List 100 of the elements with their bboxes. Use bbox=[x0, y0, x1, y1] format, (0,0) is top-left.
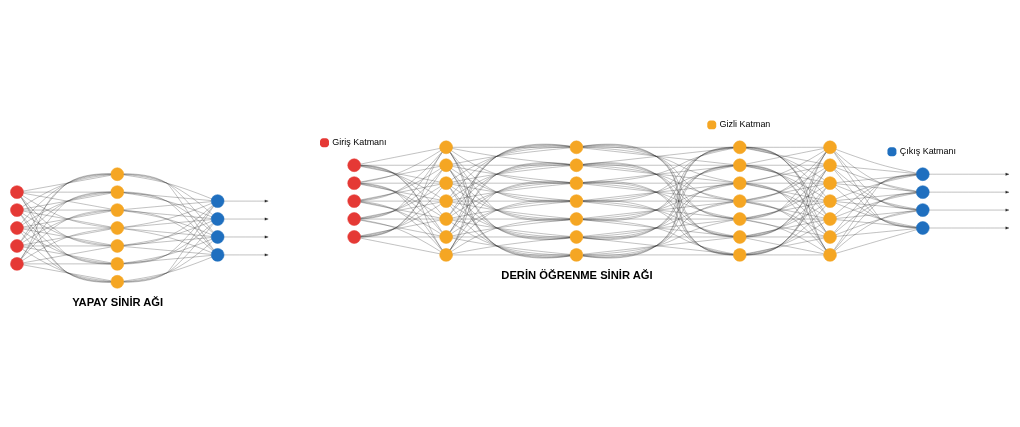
connector bbox=[21, 232, 111, 282]
connector bbox=[449, 180, 570, 250]
arrow bbox=[224, 199, 269, 202]
connector bbox=[835, 209, 917, 251]
connector bbox=[360, 219, 441, 252]
node-circle bbox=[10, 256, 24, 271]
connector bbox=[450, 181, 571, 232]
legend-label: Çıkış Katmanı bbox=[899, 145, 957, 156]
connector bbox=[746, 201, 824, 218]
connector bbox=[746, 219, 824, 236]
node-circle bbox=[210, 229, 225, 244]
legend-label: Gizli Katman bbox=[719, 118, 771, 129]
connector bbox=[835, 192, 917, 233]
connector bbox=[835, 186, 917, 228]
connector bbox=[835, 174, 917, 215]
node-circle bbox=[210, 211, 225, 226]
node-circle bbox=[347, 229, 361, 244]
connector bbox=[360, 236, 440, 237]
arrow bbox=[929, 208, 1010, 211]
connector bbox=[835, 150, 917, 192]
connector bbox=[835, 168, 917, 210]
connector bbox=[360, 151, 443, 237]
node-circle bbox=[10, 184, 24, 199]
connector bbox=[360, 151, 442, 201]
connector bbox=[582, 165, 734, 183]
node-circle bbox=[569, 140, 584, 154]
arrow bbox=[929, 172, 1010, 176]
connector bbox=[836, 201, 917, 210]
connector bbox=[20, 173, 111, 259]
connector bbox=[360, 164, 443, 250]
connector bbox=[360, 150, 441, 183]
node-circle bbox=[439, 247, 453, 262]
connector bbox=[449, 144, 571, 232]
connector bbox=[123, 173, 213, 215]
connector bbox=[123, 223, 214, 282]
node-circle bbox=[439, 211, 453, 226]
node-circle bbox=[733, 158, 747, 172]
connector bbox=[449, 151, 571, 240]
connector bbox=[23, 228, 111, 245]
connector bbox=[20, 173, 111, 241]
connector bbox=[834, 191, 917, 250]
connector bbox=[836, 229, 917, 253]
connector bbox=[123, 240, 213, 282]
node-circle bbox=[439, 140, 453, 154]
connector bbox=[450, 187, 571, 238]
node-circle bbox=[569, 229, 584, 244]
connector bbox=[835, 166, 917, 191]
arrow bbox=[224, 253, 269, 256]
connector bbox=[22, 174, 111, 207]
connector bbox=[450, 151, 571, 202]
node-circle bbox=[823, 247, 837, 262]
connector bbox=[449, 169, 571, 258]
node-circle bbox=[733, 247, 747, 262]
connector bbox=[23, 210, 111, 227]
connector bbox=[20, 196, 111, 282]
node-circle bbox=[347, 193, 361, 208]
node-circle bbox=[210, 193, 225, 208]
connector bbox=[450, 199, 571, 250]
connector bbox=[20, 214, 111, 282]
node-circle bbox=[110, 184, 124, 199]
node-circle bbox=[110, 274, 124, 289]
connector bbox=[582, 218, 734, 219]
connector bbox=[582, 201, 734, 218]
node-circle bbox=[347, 158, 361, 172]
arrow bbox=[224, 217, 269, 220]
node-circle bbox=[110, 238, 124, 253]
label: YAPAY SİNİR AĞI bbox=[72, 295, 164, 308]
connector bbox=[449, 162, 571, 250]
connector bbox=[582, 236, 734, 237]
connector bbox=[835, 192, 917, 217]
connector bbox=[360, 200, 442, 250]
connector bbox=[836, 227, 917, 237]
connector bbox=[360, 151, 443, 219]
connector bbox=[836, 165, 917, 174]
node-circle bbox=[733, 211, 747, 226]
connector bbox=[835, 184, 917, 209]
connector bbox=[582, 147, 734, 165]
connector bbox=[22, 248, 111, 281]
node-circle bbox=[439, 193, 453, 208]
connector bbox=[360, 201, 440, 218]
node-circle bbox=[110, 202, 124, 217]
connector bbox=[746, 183, 824, 200]
arrow bbox=[224, 235, 269, 238]
node-circle bbox=[916, 202, 930, 217]
connector bbox=[836, 210, 917, 219]
connector bbox=[360, 237, 440, 254]
connector bbox=[21, 173, 111, 223]
connector bbox=[452, 236, 571, 237]
connector bbox=[123, 173, 214, 250]
node-circle bbox=[439, 229, 453, 244]
connector bbox=[360, 147, 440, 164]
node-circle bbox=[733, 193, 747, 208]
label: DERİN ÖĞRENME SİNİR AĞI bbox=[501, 268, 653, 281]
connector bbox=[746, 236, 824, 237]
connector bbox=[123, 205, 214, 282]
connector bbox=[582, 219, 734, 236]
node-circle bbox=[110, 220, 124, 235]
connector bbox=[449, 144, 570, 214]
node-circle bbox=[10, 220, 24, 235]
connector bbox=[449, 162, 570, 232]
